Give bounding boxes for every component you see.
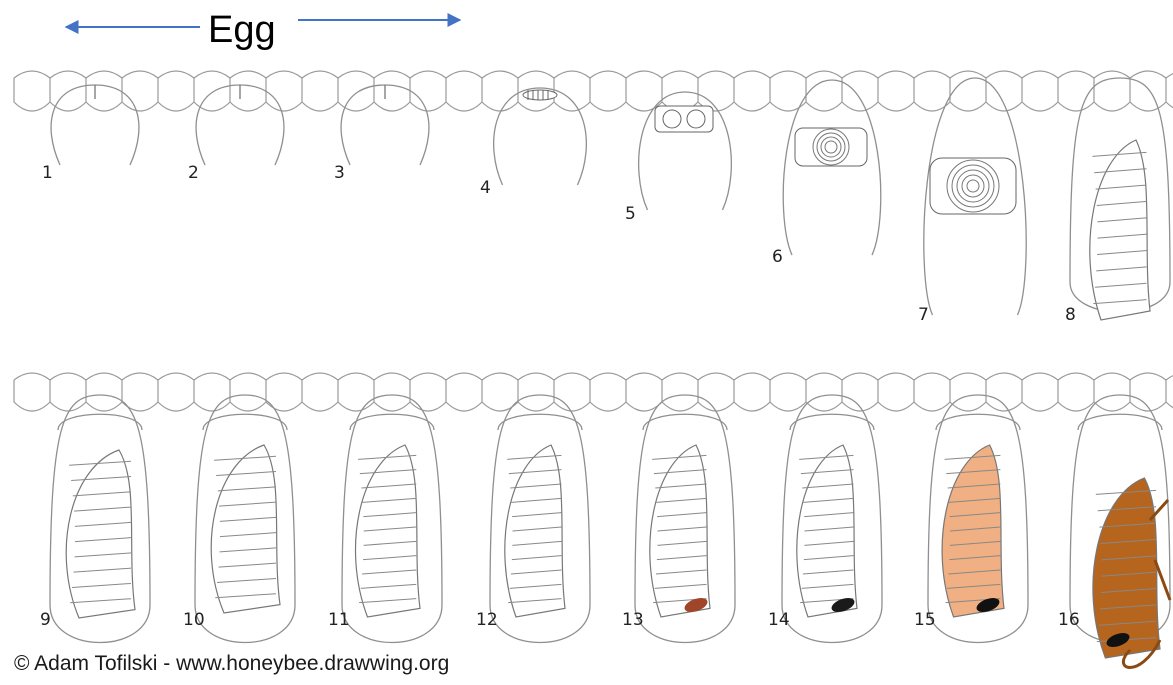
stage-label-14: 14 <box>768 610 790 630</box>
stage-label-13: 13 <box>622 610 644 630</box>
comb-top-row2 <box>14 373 1173 411</box>
stage-label-8: 8 <box>1065 305 1076 325</box>
pupa-stage-15 <box>942 445 1004 617</box>
stage-label-10: 10 <box>183 610 205 630</box>
stage-label-3: 3 <box>334 163 345 183</box>
cell-stage-2 <box>196 85 284 165</box>
comb-top-row1 <box>14 71 1173 111</box>
cell-stage-3 <box>341 85 429 165</box>
credit-text: © Adam Tofilski - www.honeybee.drawwing.… <box>14 652 449 676</box>
stage-label-15: 15 <box>914 610 936 630</box>
pupa-stage-13 <box>650 445 710 617</box>
stage-label-16: 16 <box>1058 610 1080 630</box>
pupa-stage-9 <box>66 450 135 618</box>
adult-stage-16 <box>1093 478 1160 658</box>
pupa-stage-10 <box>211 445 280 613</box>
larva-stage-7 <box>930 158 1016 214</box>
stage-label-11: 11 <box>328 610 350 630</box>
cell-stage-6 <box>783 80 881 255</box>
diagram-title: Egg <box>208 9 276 51</box>
larva-stage-8 <box>1090 140 1150 320</box>
stage-label-2: 2 <box>188 163 199 183</box>
stage-label-1: 1 <box>42 163 53 183</box>
stage-label-6: 6 <box>772 247 783 267</box>
cell-stage-1 <box>51 85 139 165</box>
stage-label-7: 7 <box>918 305 929 325</box>
stage-label-12: 12 <box>476 610 498 630</box>
larva-stage-6 <box>795 128 867 166</box>
stage-label-4: 4 <box>480 178 491 198</box>
pupa-stage-11 <box>356 445 420 617</box>
larva-stage-5 <box>655 106 713 132</box>
pupa-stage-14 <box>797 445 857 617</box>
cell-stage-4 <box>494 88 587 185</box>
stage-label-5: 5 <box>625 204 636 224</box>
stage-label-9: 9 <box>40 610 51 630</box>
pupa-stage-12 <box>505 445 565 617</box>
